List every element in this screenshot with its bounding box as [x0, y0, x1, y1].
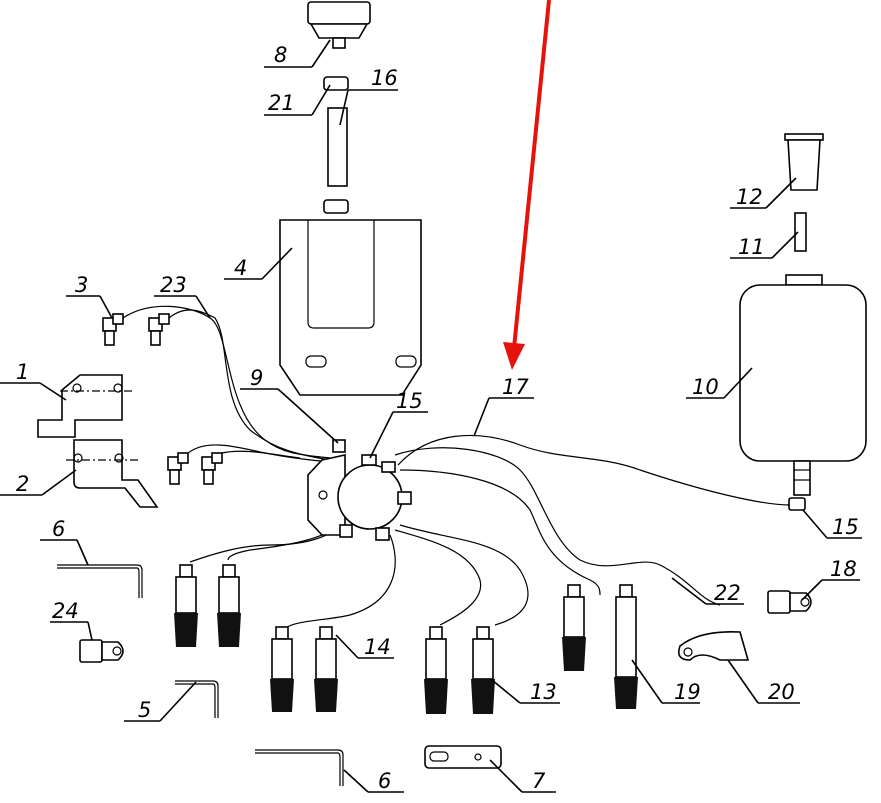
part-6-rods [57, 564, 344, 786]
part-3-elbow-fittings [102, 313, 223, 485]
callout-8: 8 [274, 43, 287, 67]
callout-18: 18 [830, 557, 857, 581]
part-24-clamp [79, 639, 124, 663]
callout-21: 21 [268, 91, 295, 115]
part-20-bracket [677, 630, 750, 661]
callout-7: 7 [532, 769, 546, 793]
callout-24: 24 [52, 599, 79, 623]
callout-14: 14 [364, 635, 391, 659]
callout-labels: 8 21 16 4 3 23 1 2 9 15 17 10 11 12 15 6… [16, 43, 859, 793]
callout-22: 22 [714, 581, 741, 605]
part-10-tank [739, 274, 867, 511]
part-21-fitting-bottom [323, 199, 349, 214]
callout-15-right: 15 [832, 515, 859, 539]
callout-10: 10 [692, 375, 719, 399]
callout-16: 16 [371, 66, 398, 90]
part-11-seal [794, 212, 807, 252]
part-7-plate [424, 745, 502, 769]
callout-23: 23 [160, 273, 187, 297]
part-4-mounting-plate [279, 219, 422, 396]
callout-13: 13 [530, 680, 557, 704]
part-5-rod [175, 680, 219, 718]
part-16-tube [327, 107, 348, 187]
callout-6-top: 6 [52, 517, 65, 541]
callout-9: 9 [250, 366, 263, 390]
callout-11: 11 [738, 235, 765, 259]
part-8-gauge [307, 1, 371, 49]
brush-nozzles [174, 564, 638, 714]
leader-lines [0, 39, 862, 793]
callout-20: 20 [768, 680, 795, 704]
callout-2: 2 [16, 472, 29, 496]
part-21-fitting-top [323, 76, 349, 91]
callout-12: 12 [736, 185, 763, 209]
part-2-bracket [66, 439, 159, 508]
callout-4: 4 [234, 256, 247, 280]
callout-1: 1 [16, 360, 29, 384]
callout-17: 17 [502, 375, 529, 399]
callout-5: 5 [138, 698, 151, 722]
part-12-cap [784, 133, 824, 191]
callout-15-top: 15 [396, 389, 423, 413]
callout-3: 3 [75, 273, 88, 297]
part-1-bracket [37, 374, 132, 438]
callout-6-bottom: 6 [378, 769, 391, 793]
red-pointer-arrow [503, 0, 551, 370]
part-9-distributor-block [307, 439, 412, 541]
part-18-clamp [767, 590, 812, 614]
hose-lines [122, 305, 791, 628]
callout-19: 19 [674, 680, 701, 704]
